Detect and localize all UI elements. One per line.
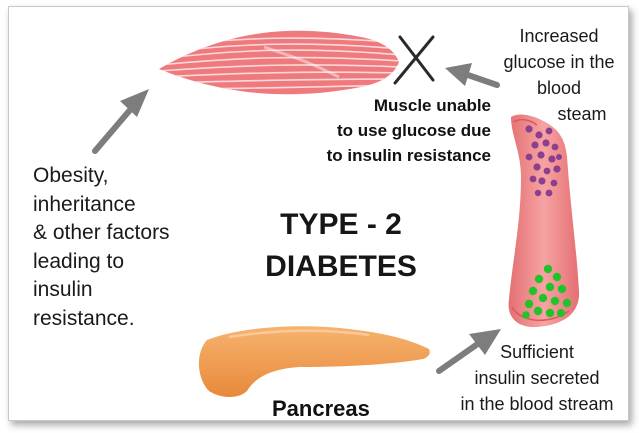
caption-line: Muscle unable [373,96,491,115]
caption-line: & other factors [33,221,170,244]
pancreas-label: Pancreas [272,396,370,421]
caption-line: leading to [33,249,125,273]
caption-line: steam [557,104,607,124]
arrow-vessel-to-muscle [445,63,500,88]
caption-line: Increased [519,26,599,46]
caption-line: resistance. [33,306,135,330]
glucose-caption: Increased glucose in the blood steam [479,23,628,127]
title-line-2: DIABETES [265,250,417,283]
caption-line: to use glucose due [337,121,491,140]
caption-line: Obesity, [33,164,109,187]
caption-line: insulin [33,278,93,301]
muscle-icon [159,30,399,95]
muscle-caption: Muscle unable to use glucose due to insu… [271,93,491,168]
insulin-caption: Sufficient insulin secreted in the blood… [437,339,628,417]
caption-line: glucose in the [503,52,615,72]
arrow-left-to-muscle [92,89,149,154]
insulin-dots [522,264,572,319]
diagram-artwork [92,30,580,397]
caption-line: blood [536,78,582,98]
glucose-dots [525,125,562,197]
caption-line: in the blood stream [460,394,614,414]
caption-line: inheritance [33,192,136,216]
risk-factors-caption: Obesity, inheritance & other factors lea… [33,162,213,333]
caption-line: to insulin resistance [326,146,491,165]
caption-line: insulin secreted [474,368,600,388]
diagram-title: TYPE - 2 DIABETES [241,204,441,288]
caption-line: Sufficient [500,342,574,362]
arrow-pancreas-to-vessel [436,329,501,374]
diagram-frame: Obesity, inheritance & other factors lea… [8,6,629,421]
pancreas-icon [198,326,430,397]
cross-icon [393,35,435,85]
title-line-1: TYPE - 2 [280,208,402,241]
